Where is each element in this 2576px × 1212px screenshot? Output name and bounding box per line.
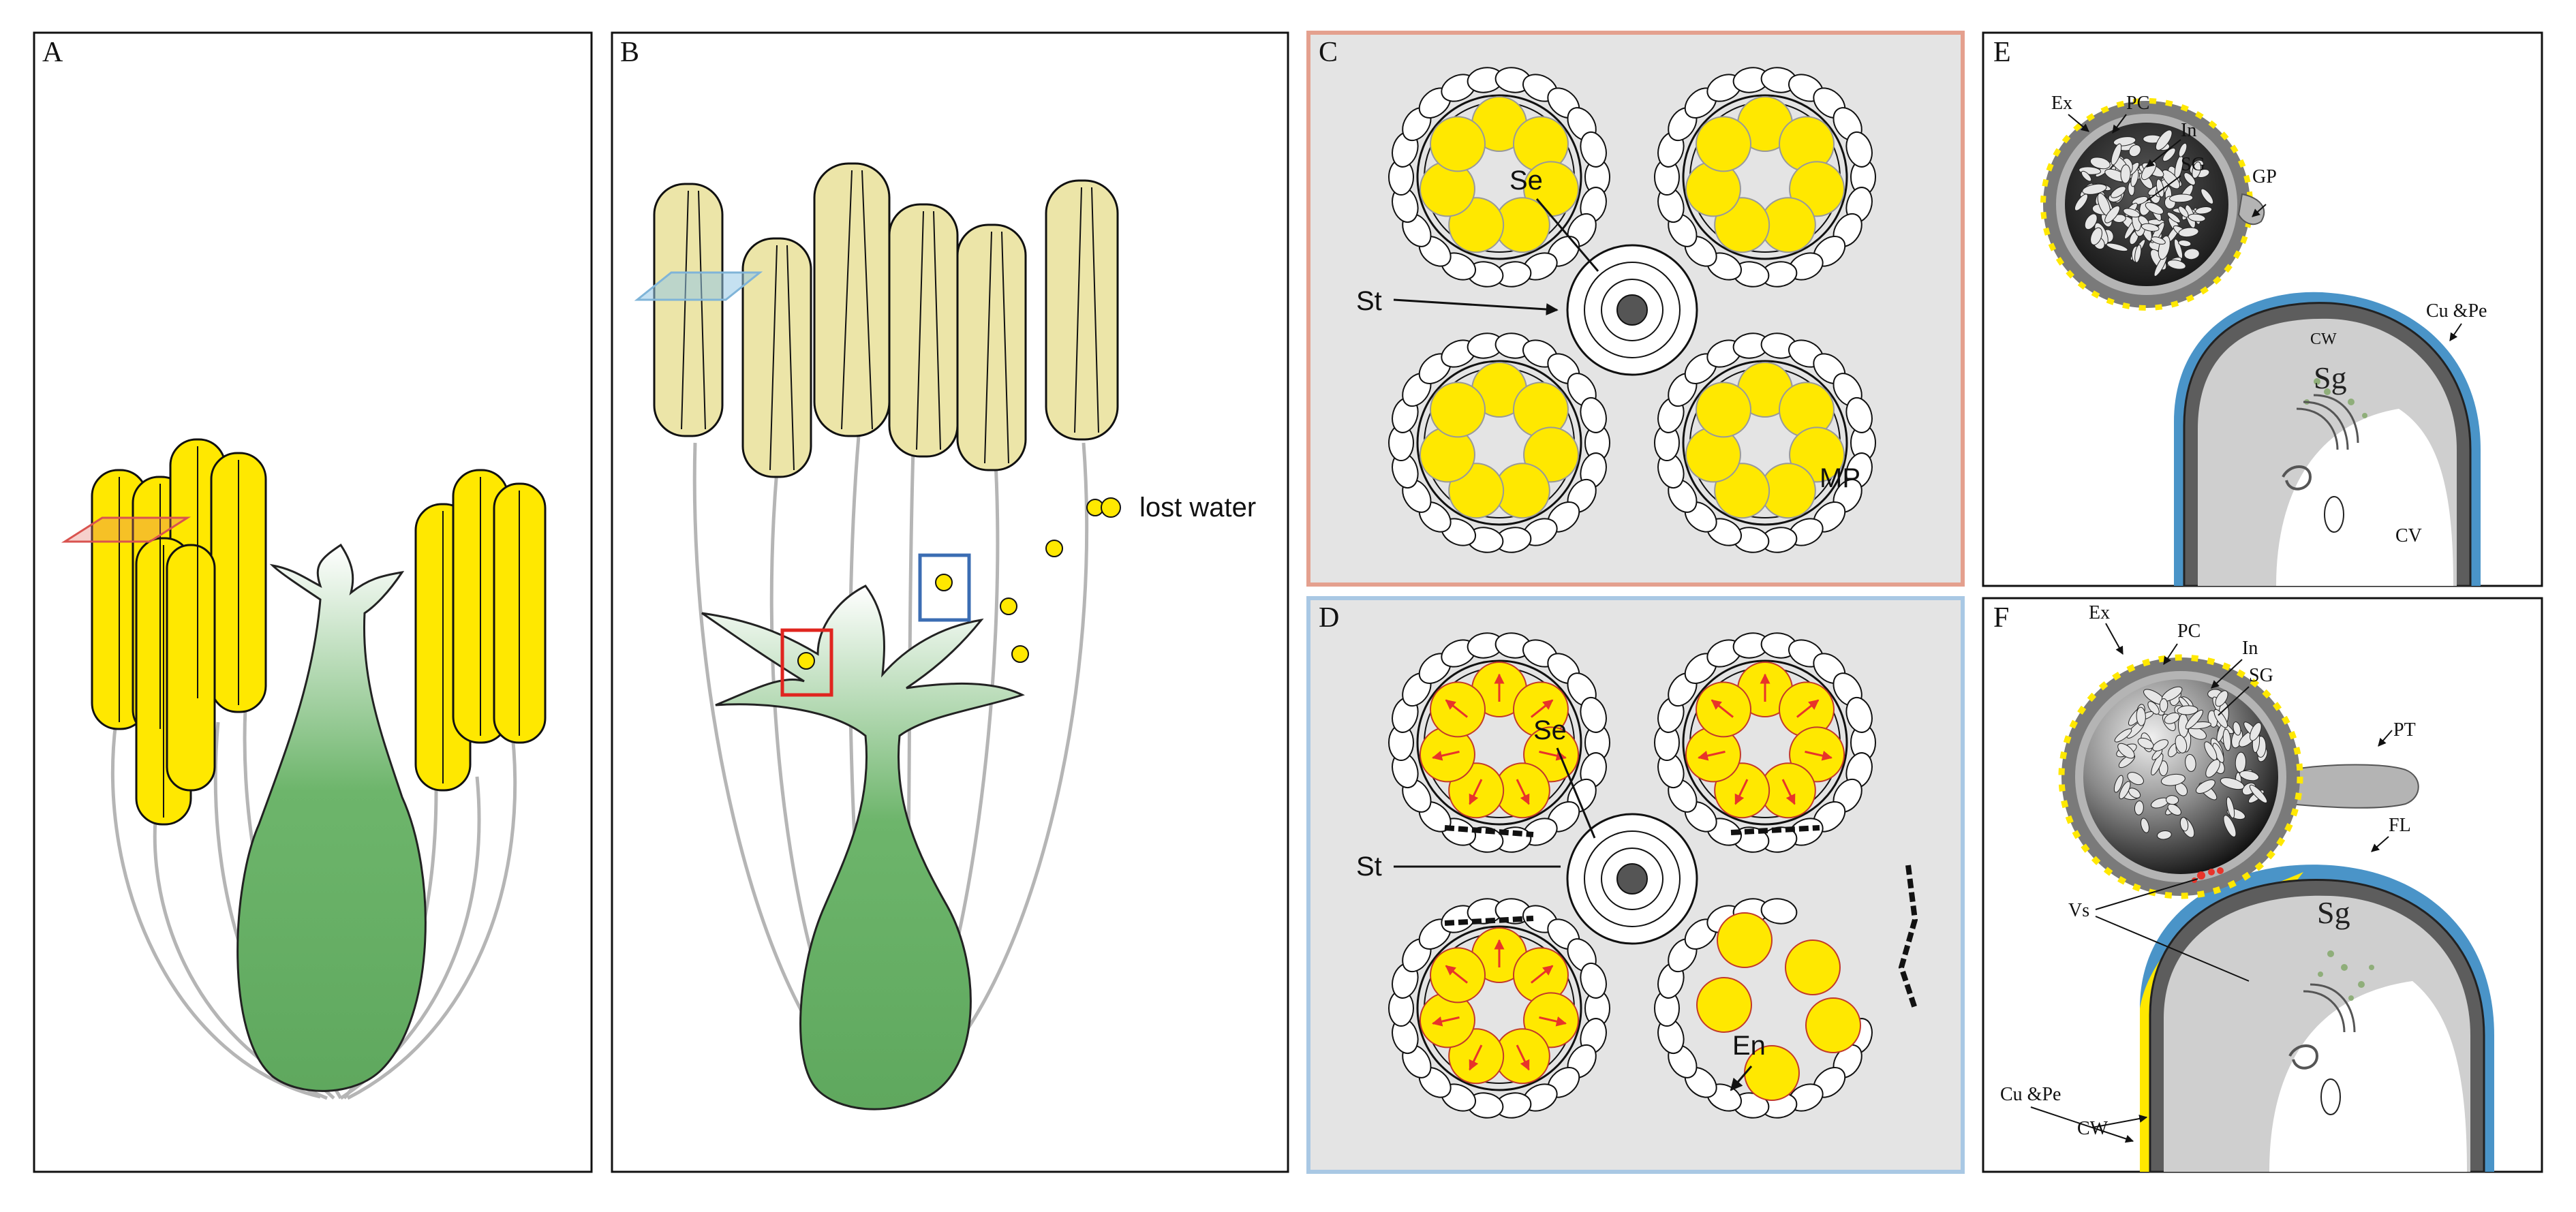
pollen-grain [1430,382,1486,438]
golgi-e [2296,394,2359,450]
section-plane-a [61,516,191,543]
cv-label: CV [2395,525,2422,546]
panel-b-label: B [620,37,639,68]
sg-big-label-f: Sg [2317,895,2350,930]
epidermal-cell [1580,131,1607,168]
mp-label: MP [1820,463,1860,493]
ex-label-e: Ex [2051,93,2072,114]
epidermal-cell [1580,696,1607,733]
in-label-f: In [2242,638,2258,659]
sg-label-e: SG [2181,154,2205,175]
anther-grooves-a [119,446,520,818]
starch-granules-f [2113,686,2268,840]
pollen-sacs-d [1388,632,1876,1119]
epidermal-cell [1580,962,1607,999]
panel-c-label: C [1319,37,1338,68]
gp-label: GP [2252,166,2277,187]
pc-label-f: PC [2177,621,2201,642]
blue-box [918,553,971,622]
pollen-sac [1388,67,1610,288]
lost-water-drop-3 [1000,597,1017,615]
vs-label: Vs [2068,900,2089,921]
panel-f: F Ex PC In SG [1982,597,2543,1173]
en-label: En [1732,1031,1766,1061]
pollen-grain [1785,939,1841,995]
lost-water-drop-4 [1011,645,1029,663]
dehiscence-chain [1898,865,1918,1010]
fl-label: FL [2389,815,2411,836]
pollen-sac [1388,632,1610,853]
vesicles-e [2304,378,2367,418]
pollen-sac [1654,332,1876,553]
pollen-grain [1805,997,1861,1053]
connective-d [1566,813,1698,945]
pistil-a [236,543,427,1092]
epidermal-cell [1845,131,1873,168]
pollen-grain [1430,116,1486,172]
ex-label-f: Ex [2089,602,2110,623]
cw-label-e: CW [2310,330,2337,348]
red-box [780,628,833,697]
panel-e-label: E [1993,37,2011,68]
panel-c: C Se St MP [1306,31,1965,587]
sg-label-f: SG [2249,665,2273,686]
pollen-sacs-c [1388,67,1876,553]
legend-swatch [1101,497,1121,518]
golgi-f [2303,983,2356,1033]
epidermal-cell [1845,696,1873,733]
panel-e: E Ex PC In SG GP Cu & [1982,31,2543,587]
panel-d-label: D [1319,602,1339,634]
lost-water-drop-2 [935,574,953,591]
panel-b: B [611,31,1289,1173]
st-label-c: St [1356,286,1382,316]
se-label-c: Se [1509,166,1543,196]
legend-label: lost water [1139,493,1256,523]
pollen-grain [1696,977,1752,1033]
pollen-grain [1696,382,1752,438]
pollen-grain [1717,912,1773,968]
pollen-sac [1388,332,1610,553]
pollen-tube [2289,764,2419,809]
lost-water-drop-1 [797,652,815,670]
in-label-e: In [2181,120,2196,141]
epidermal-cell [1580,397,1607,433]
pollen-sac [1654,632,1876,853]
st-label-d: St [1356,852,1382,882]
epidermal-cell [1845,397,1873,433]
pt-label: PT [2393,719,2416,741]
anther-grooves-b [681,170,1099,471]
vesicles-f [2318,950,2374,1001]
pollen-sac [1654,67,1876,288]
cw-label-f: CW [2077,1118,2109,1139]
connective-c [1566,244,1698,376]
anthers-b [653,162,1119,478]
panel-d: D Se St En [1306,596,1965,1174]
section-plane-b [634,271,763,301]
pistil-b [701,585,1025,1110]
panel-a: A [33,31,593,1173]
cupe-label-f: Cu &Pe [2000,1084,2061,1105]
se-label-d: Se [1533,715,1567,745]
panel-f-label: F [1993,602,2009,634]
pc-label-e: PC [2126,93,2149,114]
pollen-sac [1388,898,1610,1119]
pollen-grain [1696,116,1752,172]
sg-big-label-e: Sg [2314,360,2347,395]
dehisced-sac [1654,898,1873,1119]
lost-water-drop-5 [1045,540,1063,557]
starch-granules-e [2074,129,2214,277]
panel-a-label: A [42,37,63,68]
cupe-label-e: Cu &Pe [2426,300,2487,322]
